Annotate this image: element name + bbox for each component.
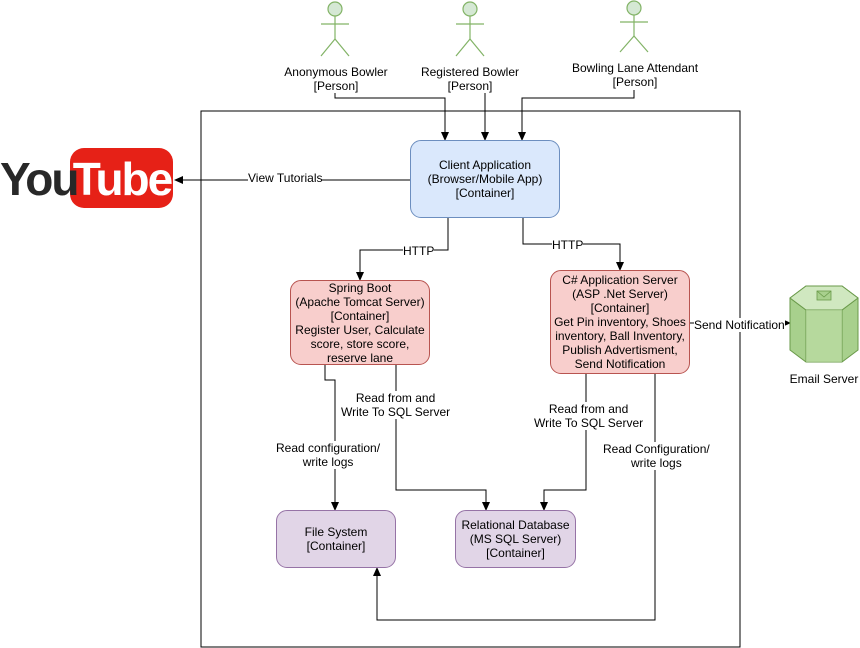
system-boundary (200, 110, 741, 648)
file-system-container: File System [Container] (276, 510, 396, 568)
person-anonymous-bowler: Anonymous Bowler [Person] (284, 65, 388, 93)
edge-label-csharp-filesystem: Read Configuration/ write logs (603, 442, 710, 470)
email-server-label: Email Server (789, 372, 859, 386)
edge-label-http-right: HTTP (552, 238, 584, 252)
youtube-logo-you: You (0, 153, 79, 205)
person-icon-anonymous-bowler (320, 1, 350, 57)
person-icon-registered-bowler (455, 1, 485, 57)
youtube-logo: You Tube (0, 148, 175, 210)
person-registered-bowler: Registered Bowler [Person] (420, 65, 520, 93)
youtube-logo-badge (70, 148, 173, 208)
csharp-application-server-container: C# Application Server (ASP .Net Server) … (550, 270, 690, 374)
edge-label-view-tutorials: View Tutorials (248, 171, 323, 185)
person-icon-lane-attendant (619, 0, 649, 53)
person-lane-attendant: Bowling Lane Attendant [Person] (571, 61, 699, 89)
edge-label-spring-filesystem: Read configuration/ write logs (276, 441, 381, 469)
edge-anonymous-to-client (334, 93, 449, 141)
edge-csharp-to-database (540, 374, 587, 511)
edge-label-spring-sql: Read from and Write To SQL Server (341, 391, 451, 419)
edge-spring-to-database (395, 365, 490, 511)
edge-csharp-to-filesystem (373, 374, 656, 621)
spring-boot-container: Spring Boot (Apache Tomcat Server) [Cont… (290, 280, 430, 365)
relational-database-container: Relational Database (MS SQL Server) [Con… (455, 510, 576, 568)
client-application-container: Client Application (Browser/Mobile App) … (410, 140, 560, 218)
edge-spring-to-filesystem (324, 365, 339, 511)
edge-attendant-to-client (518, 90, 635, 141)
email-server-icon (789, 285, 859, 363)
edge-label-csharp-sql: Read from and Write To SQL Server (534, 402, 644, 430)
edge-label-send-notification: Send Notification (694, 318, 785, 332)
edge-label-http-left: HTTP (403, 244, 435, 258)
youtube-logo-tube: Tube (72, 153, 173, 205)
